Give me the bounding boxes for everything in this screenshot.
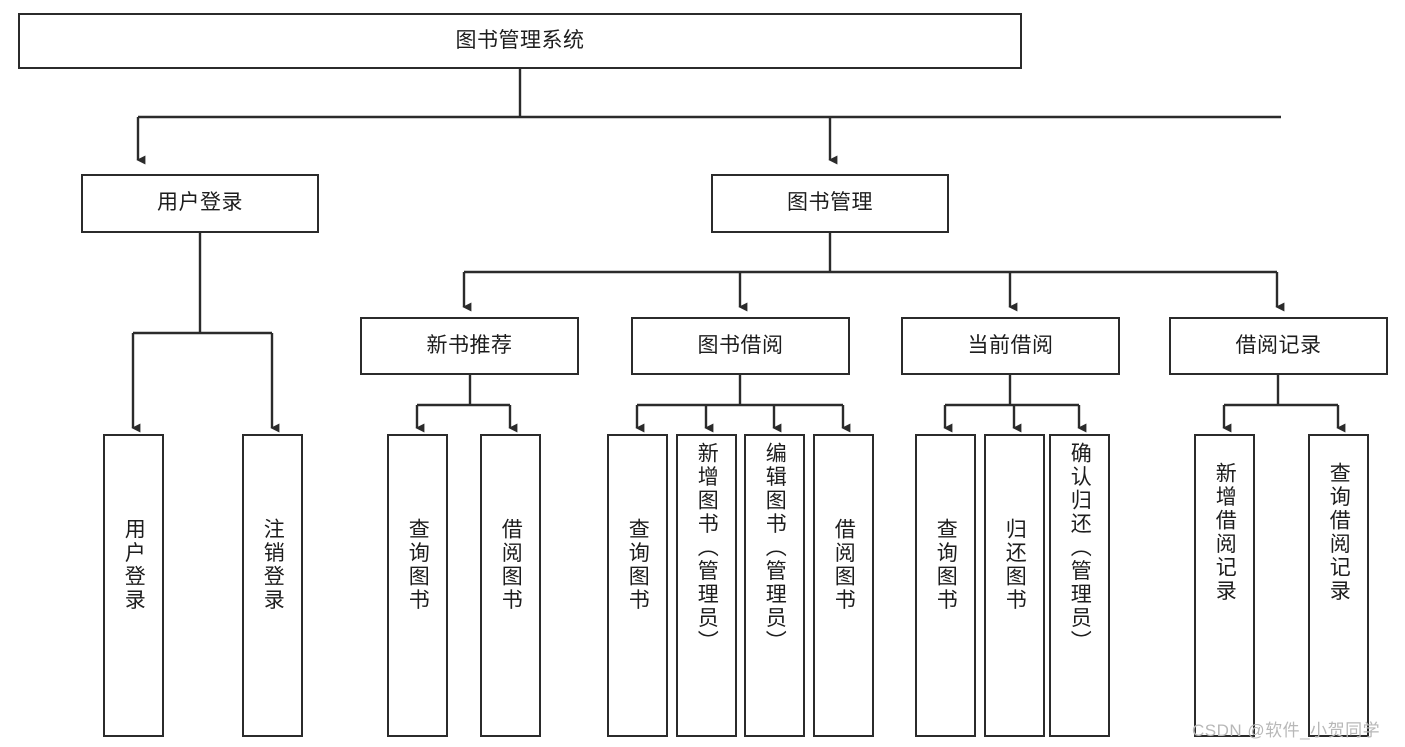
node-label: 当前借阅 [967,333,1054,357]
node-borrow-record[interactable]: 借阅记录 [1169,317,1388,375]
leaf-recommend-query-book[interactable]: 查询图书 [387,434,448,737]
leaf-label: 借阅图书 [832,518,856,612]
leaf-label: 归还图书 [1003,518,1027,612]
leaf-label: 查询图书 [406,518,430,612]
leaf-current-return-book[interactable]: 归还图书 [984,434,1045,737]
leaf-record-query-record[interactable]: 查询借阅记录 [1308,434,1369,737]
node-label: 图书管理 [787,191,873,215]
node-new-book-recommend[interactable]: 新书推荐 [360,317,579,375]
node-label: 新书推荐 [426,333,513,357]
leaf-label: 注销登录 [261,518,285,612]
leaf-user-login-login[interactable]: 用户登录 [103,434,164,737]
leaf-borrow-edit-book-admin[interactable]: 编辑图书（管理员） [744,434,805,737]
leaf-label: 编辑图书（管理员） [763,442,787,654]
leaf-borrow-add-book-admin[interactable]: 新增图书（管理员） [676,434,737,737]
node-label: 借阅记录 [1235,333,1322,357]
node-user-login[interactable]: 用户登录 [81,174,319,233]
leaf-label: 查询图书 [626,518,650,612]
leaf-label: 查询借阅记录 [1327,462,1351,603]
leaf-current-query-book[interactable]: 查询图书 [915,434,976,737]
node-label: 图书借阅 [697,333,784,357]
leaf-label: 新增借阅记录 [1213,462,1237,603]
leaf-label: 确认归还（管理员） [1068,442,1092,654]
leaf-label: 新增图书（管理员） [695,442,719,654]
leaf-borrow-query-book[interactable]: 查询图书 [607,434,668,737]
node-root-system[interactable]: 图书管理系统 [18,13,1022,69]
node-current-borrow[interactable]: 当前借阅 [901,317,1120,375]
leaf-record-add-record[interactable]: 新增借阅记录 [1194,434,1255,737]
leaf-current-confirm-return-admin[interactable]: 确认归还（管理员） [1049,434,1110,737]
leaf-label: 查询图书 [934,518,958,612]
leaf-borrow-borrow-book[interactable]: 借阅图书 [813,434,874,737]
csdn-watermark: CSDN @软件_小贺同学 [1192,721,1381,740]
node-book-management[interactable]: 图书管理 [711,174,949,233]
leaf-user-login-logout[interactable]: 注销登录 [242,434,303,737]
node-label: 图书管理系统 [455,28,585,52]
node-book-borrow[interactable]: 图书借阅 [631,317,850,375]
leaf-label: 借阅图书 [499,518,523,612]
leaf-recommend-borrow-book[interactable]: 借阅图书 [480,434,541,737]
leaf-label: 用户登录 [122,518,146,612]
node-label: 用户登录 [157,191,243,215]
